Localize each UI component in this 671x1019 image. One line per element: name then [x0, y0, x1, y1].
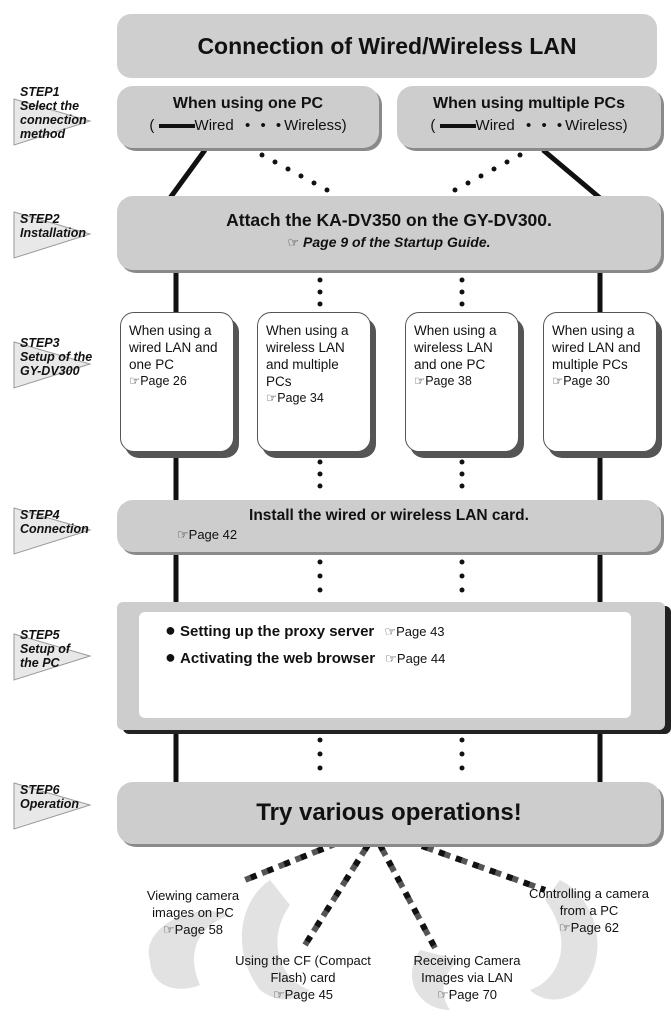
filled-circle-icon: ●	[165, 620, 176, 640]
connection-box: Install the wired or wireless LAN card. …	[117, 500, 661, 552]
hand-pointer-icon: ☞	[552, 374, 564, 388]
hand-pointer-icon: ☞	[558, 920, 571, 935]
step1-label: STEP1 Select the connection method	[12, 85, 112, 146]
step-arrow-icon	[13, 98, 92, 146]
wireless-dots	[259, 152, 523, 193]
hand-pointer-icon: ☞	[177, 527, 189, 542]
multiple-pcs-box: When using multiple PCs ( Wired • • •Wir…	[397, 86, 661, 148]
web-browser-item: ● Activating the web browser ☞Page 44	[165, 647, 446, 667]
step-arrow-icon	[13, 782, 92, 830]
hand-pointer-icon: ☞	[384, 624, 397, 639]
hand-pointer-icon: ☞	[385, 651, 397, 666]
wired-line	[541, 148, 602, 200]
swirl-decoration	[148, 880, 598, 1010]
step-arrow-icon	[13, 341, 92, 389]
hand-pointer-icon: ☞	[162, 922, 175, 937]
hand-pointer-icon: ☞	[266, 391, 278, 405]
operation-links	[243, 837, 547, 950]
step-arrow-icon	[13, 211, 92, 259]
pc-setup-box: ● Setting up the proxy server ☞Page 43 ●…	[117, 602, 665, 730]
wireless-dots-icon: • • •	[518, 117, 566, 134]
one-pc-box: When using one PC ( Wired • • •Wireless)	[117, 86, 379, 148]
connection-legend: ( Wired • • •Wireless)	[430, 117, 628, 134]
hand-pointer-icon: ☞	[287, 235, 300, 250]
hand-pointer-icon: ☞	[272, 987, 285, 1002]
wired-line-icon	[158, 124, 195, 129]
proxy-setup-item: ● Setting up the proxy server ☞Page 43	[165, 620, 445, 640]
hand-pointer-icon: ☞	[436, 987, 449, 1002]
filled-circle-icon: ●	[165, 647, 176, 667]
wired-line	[167, 148, 208, 200]
operation-title: Try various operations!	[117, 782, 661, 844]
step-arrow-icon	[13, 507, 92, 555]
installation-box: Attach the KA-DV350 on the GY-DV300. ☞ P…	[117, 196, 661, 270]
wired-line-icon	[439, 124, 476, 129]
hand-pointer-icon: ☞	[129, 374, 141, 388]
page-title: Connection of Wired/Wireless LAN	[117, 14, 657, 78]
hand-pointer-icon: ☞	[414, 374, 426, 388]
step-arrow-icon	[13, 633, 92, 681]
wireless-dots-icon: • • •	[237, 117, 285, 134]
connection-legend: ( Wired • • •Wireless)	[149, 117, 347, 134]
